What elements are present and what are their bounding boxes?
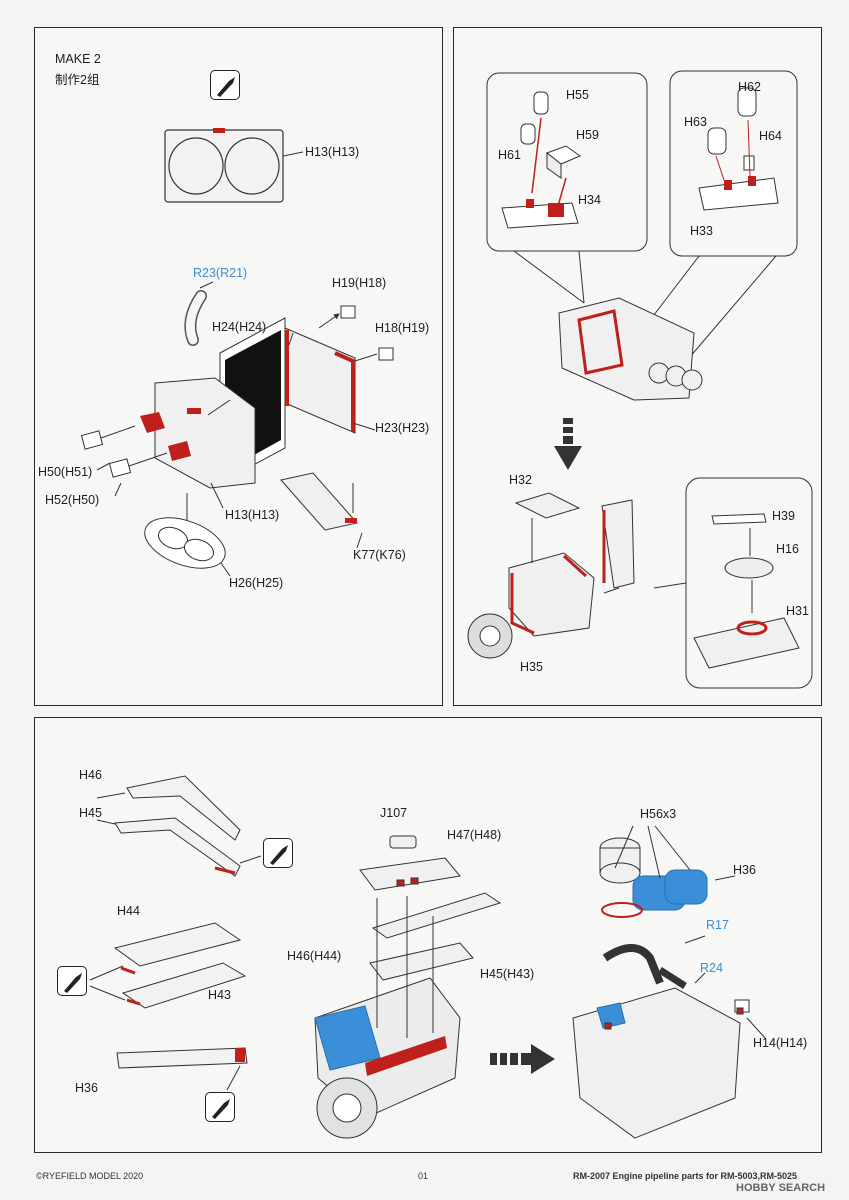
right-arrow-icon [490,1044,555,1074]
label-h55: H55 [566,88,589,102]
label-h36-left: H36 [75,1081,98,1095]
watermark: HOBBY SEARCH [736,1182,826,1194]
label-h56: H56x3 [640,807,677,821]
hobby-knife-icon [263,838,293,868]
label-h47: H47(H48) [447,828,502,842]
label-h59: H59 [576,128,599,142]
label-h23: H23(H23) [375,421,430,435]
label-h19: H19(H18) [332,276,387,290]
panel3-drawing [89,775,766,1139]
part-h26 [144,517,226,569]
label-h39: H39 [772,509,795,523]
down-arrow-icon [554,418,582,470]
label-h34: H34 [578,193,601,207]
label-h61: H61 [498,148,521,162]
part-h13-top [164,128,284,203]
label-r24: R24 [700,961,723,975]
label-h18: H18(H19) [375,321,430,335]
label-h13-bottom: H13(H13) [225,508,280,522]
label-h31: H31 [786,604,809,618]
label-h16: H16 [776,542,799,556]
product-line: RM-2007 Engine pipeline parts for RM-500… [573,1171,798,1181]
panel1-drawing [80,128,394,577]
engine-block-upper [558,297,703,401]
label-h64: H64 [759,129,782,143]
step-subtitle: 制作2组 [55,73,100,87]
hobby-knife-icon [210,70,240,100]
label-h26: H26(H25) [229,576,284,590]
label-h63: H63 [684,115,707,129]
label-h43: H43 [208,988,231,1002]
label-h45: H45 [79,806,102,820]
engine-left [314,835,502,1139]
step-panel-pipeline: H46 H45 J107 H47(H48) H56x3 H36 R17 R24 … [34,717,822,1153]
part-h13-shroud [140,377,256,489]
label-h46-h44: H46(H44) [287,949,342,963]
label-h46: H46 [79,768,102,782]
step-panel-engine-assembly: H55 H59 H61 H34 H62 H63 H64 H33 H32 H39 … [453,27,822,706]
label-h33: H33 [690,224,713,238]
part-h23-shroud [284,327,356,434]
copyright: ©RYEFIELD MODEL 2020 [36,1171,144,1181]
step-panel-make-2: MAKE 2 制作2组 [34,27,443,706]
label-h44: H44 [117,904,140,918]
label-h62: H62 [738,80,761,94]
label-r23: R23(R21) [193,266,248,280]
label-h50: H50(H51) [38,465,93,479]
panel2-drawing [467,70,813,689]
label-h36-right: H36 [733,863,756,877]
label-h13-top: H13(H13) [305,145,360,159]
label-h45-h43: H45(H43) [480,967,535,981]
label-h35: H35 [520,660,543,674]
label-h32: H32 [509,473,532,487]
engine-block-lower [467,492,635,659]
label-j107: J107 [380,806,408,820]
label-h14: H14(H14) [753,1036,808,1050]
label-h24: H24(H24) [212,320,267,334]
hobby-knife-icon [205,1092,235,1122]
label-r17: R17 [706,918,729,932]
hobby-knife-icon [57,966,87,996]
page-number: 01 [418,1171,429,1181]
step-title: MAKE 2 [55,52,101,66]
engine-right [572,837,750,1139]
label-h52: H52(H50) [45,493,100,507]
label-k77: K77(K76) [353,548,406,562]
